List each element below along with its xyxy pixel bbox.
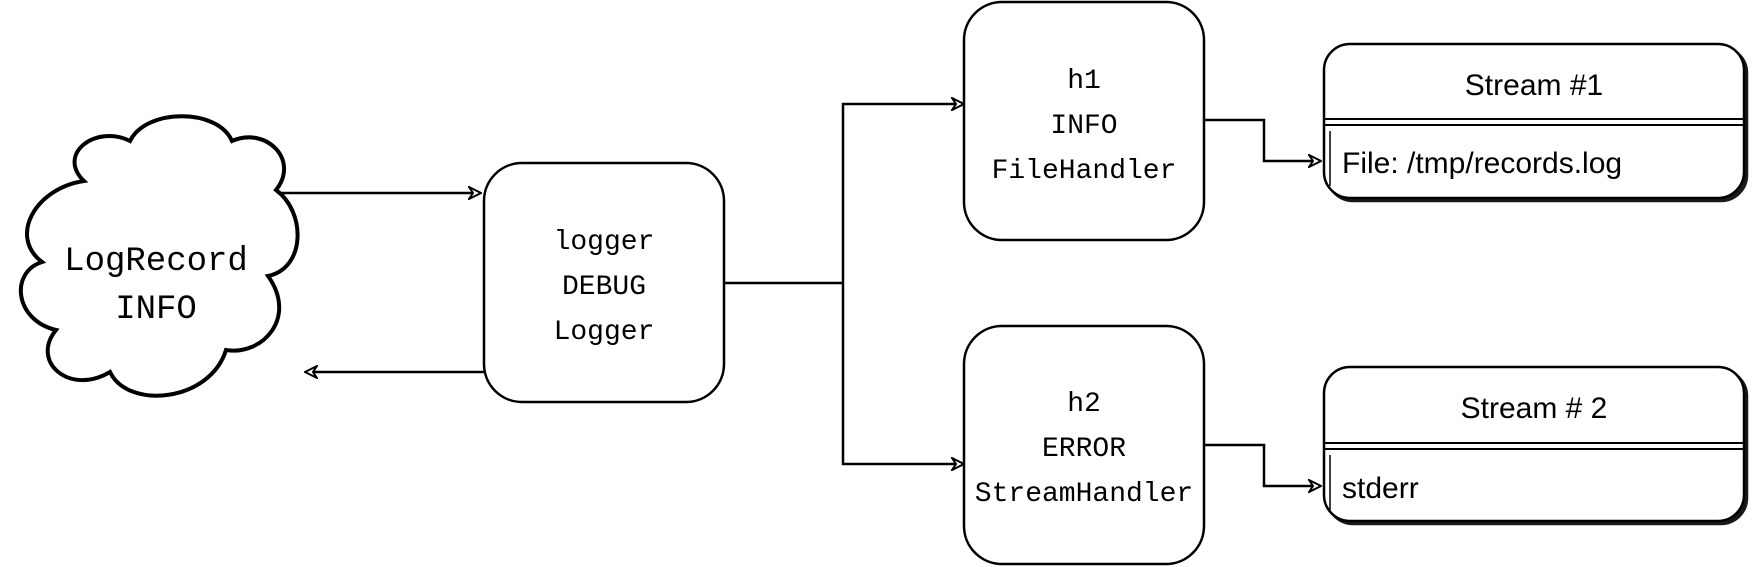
edge-logger-to-h1 <box>841 104 963 283</box>
record-level-label: INFO <box>115 291 197 329</box>
stream-2-node <box>1322 365 1746 523</box>
stream-1-title: Stream #1 <box>1465 69 1603 102</box>
handler-h2-box <box>962 324 1206 566</box>
handler-h2-level-label: ERROR <box>1042 434 1126 465</box>
log-record-cloud: LogRecord INFO <box>18 114 300 398</box>
edge-h1-to-stream1 <box>1204 118 1320 161</box>
handler-h1-level-label: INFO <box>1050 111 1117 142</box>
edges <box>274 104 1320 486</box>
logger-name-label: logger <box>554 227 655 258</box>
handler-h2-name-label: h2 <box>1067 389 1101 420</box>
stream-1-node <box>1322 42 1746 200</box>
stream-2-body: stderr <box>1342 472 1419 505</box>
logger-class-label: Logger <box>554 317 655 348</box>
cloud-shape <box>18 114 300 398</box>
edge-logger-to-h2 <box>841 283 963 464</box>
edge-h2-to-stream2 <box>1204 443 1320 486</box>
handler-h1-node: h1 INFO FileHandler <box>962 0 1206 242</box>
handler-h1-name-label: h1 <box>1067 66 1101 97</box>
handler-h1-box <box>962 0 1206 242</box>
logger-node: logger DEBUG Logger <box>482 161 726 404</box>
handler-h1-class-label: FileHandler <box>992 156 1177 187</box>
logger-box <box>482 161 726 404</box>
logger-level-label: DEBUG <box>562 272 646 303</box>
record-class-label: LogRecord <box>64 243 248 281</box>
handler-h2-node: h2 ERROR StreamHandler <box>962 324 1206 566</box>
stream-1-box <box>1322 42 1746 200</box>
handler-h2-class-label: StreamHandler <box>975 479 1193 510</box>
stream-1-body: File: /tmp/records.log <box>1342 147 1622 180</box>
stream-2-title: Stream # 2 <box>1461 392 1608 425</box>
